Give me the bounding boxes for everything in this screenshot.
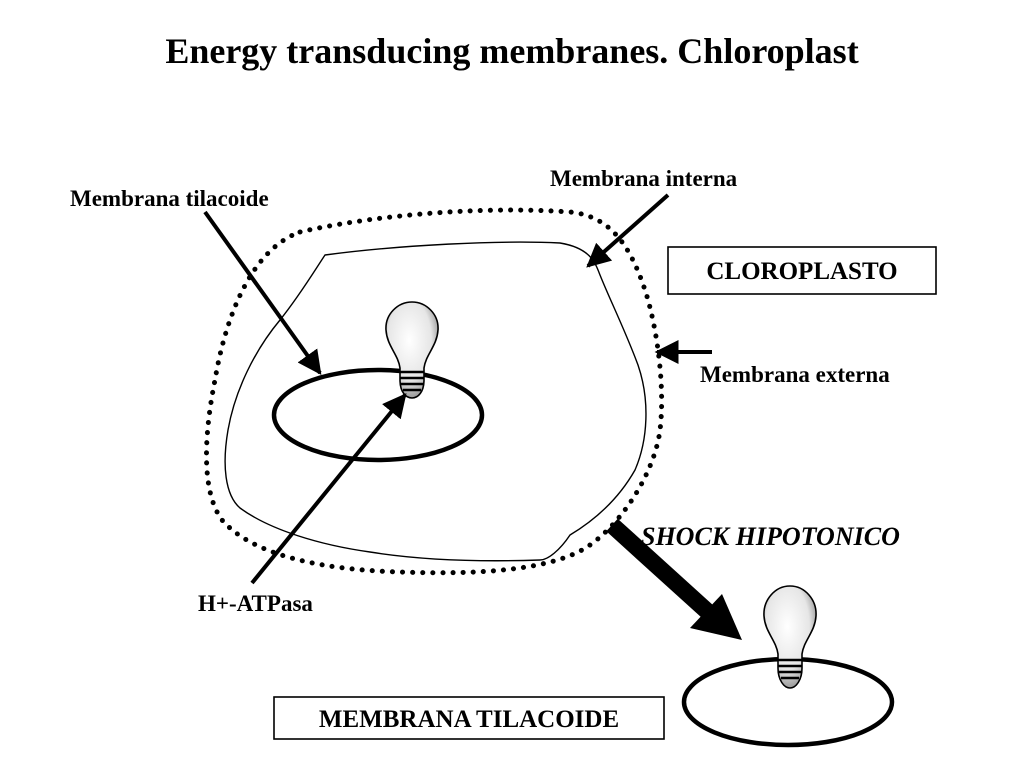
- hypotonic-shock-arrow: [606, 518, 742, 640]
- label-shock-hipotonico: SHOCK HIPOTONICO: [641, 522, 900, 551]
- isolated-atpase-bulb-icon: [763, 585, 817, 689]
- label-membrana-tilacoide-box: MEMBRANA TILACOIDE: [319, 706, 619, 733]
- inner-membrane: [224, 241, 647, 562]
- arrow-to-atpase: [250, 393, 407, 585]
- label-h-atpasa: H+-ATPasa: [198, 591, 313, 616]
- label-membrana-interna: Membrana interna: [550, 166, 738, 191]
- label-membrana-externa: Membrana externa: [700, 362, 890, 387]
- page-title: Energy transducing membranes. Chloroplas…: [165, 31, 859, 71]
- label-membrana-tilacoide: Membrana tilacoide: [70, 186, 269, 211]
- arrow-to-inner-membrane: [586, 193, 670, 268]
- membrana-tilacoide-box: [273, 696, 665, 740]
- outer-membrane-dotted: [204, 207, 665, 576]
- arrow-to-thylakoid: [203, 210, 322, 375]
- atpase-bulb-icon: [385, 301, 439, 399]
- thylakoid-membrane-ring: [271, 367, 485, 463]
- label-cloroplasto: CLOROPLASTO: [706, 258, 897, 285]
- cloroplasto-box: [667, 246, 937, 295]
